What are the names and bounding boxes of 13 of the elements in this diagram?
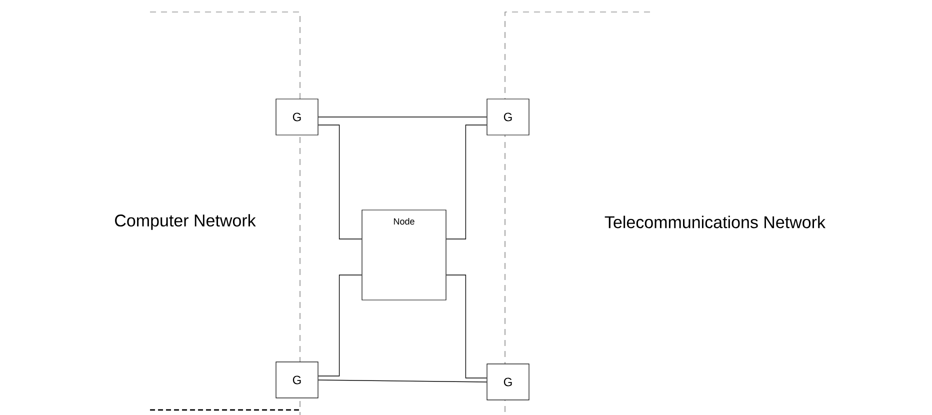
gateway-box: G xyxy=(276,98,318,136)
network-label: Computer Network xyxy=(115,214,256,230)
connector-line xyxy=(318,116,488,118)
gateway-box: G xyxy=(486,98,530,136)
node-box: Node xyxy=(362,210,446,300)
connector-line xyxy=(446,124,488,240)
gateway-box: G xyxy=(486,364,530,400)
connector-line xyxy=(318,274,362,376)
connector-line xyxy=(446,274,488,378)
connector-line xyxy=(318,380,488,382)
gateway-box: G xyxy=(276,362,318,398)
network-label: Telecommunications Network xyxy=(604,216,826,228)
connector-line xyxy=(318,124,362,240)
